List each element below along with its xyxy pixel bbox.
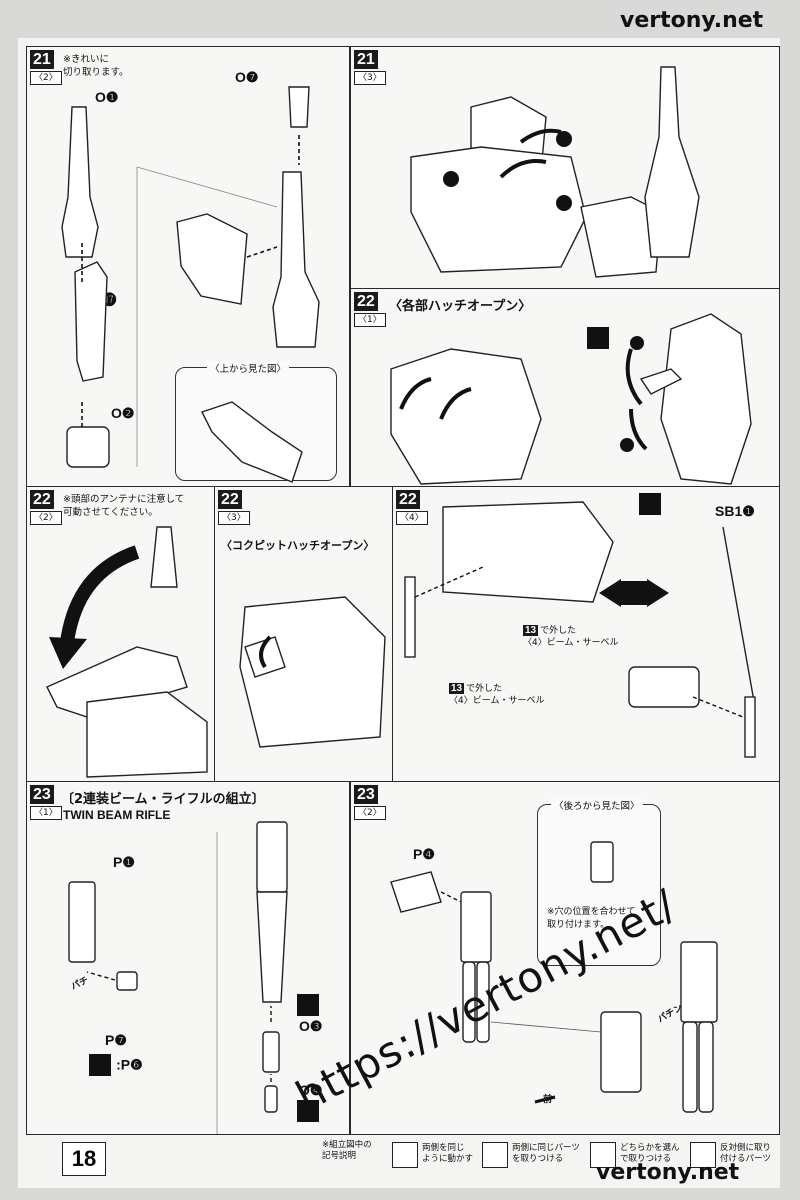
substep-number: 〈2〉: [354, 806, 386, 820]
rear-view-label: 〈後ろから見た図〉: [551, 798, 643, 812]
legend-item-both-attach: 両側に同じパーツ を取りつける: [482, 1140, 586, 1170]
part-label-o4: O❹: [299, 1082, 323, 1098]
part-label-p4: P❹: [413, 846, 435, 862]
step-number: 23: [30, 785, 54, 804]
step-21-3-drawing: [410, 66, 700, 278]
antenna-note: ※頭部のアンテナに注意して 可動させてください。: [63, 494, 185, 518]
step-number: 23: [354, 785, 378, 804]
instruction-sheet: 21 〈2〉 ※きれいに 切り取ります。 O❶ P⓱ O❷ O❼ 〈上から見た図…: [18, 38, 780, 1188]
hole-align-note: ※穴の位置を合わせて 取り付けます。: [547, 907, 636, 930]
part-label-sb1: SB1❶: [715, 503, 755, 519]
legend-item-opposite: 反対側に取り 付けるパーツ: [690, 1140, 790, 1170]
step-number: 21: [30, 50, 54, 69]
both-sides-attach-icon: [482, 1142, 508, 1168]
step-23-1-panel: 23 〈1〉 〔2連装ビーム・ライフルの組立〕 TWIN BEAM RIFLE …: [26, 781, 350, 1135]
choose-one-icon: [590, 1142, 616, 1168]
part-label-p1: P❶: [113, 854, 135, 870]
step-number: 22: [354, 292, 378, 311]
substep-number: 〈1〉: [354, 313, 386, 327]
site-logo-bottom: vertony.net: [596, 1160, 740, 1185]
cockpit-hatch-title: 〈コクピットハッチオープン〉: [221, 539, 375, 552]
part-label-o3: O❸: [299, 1018, 323, 1034]
part-label-o2: O❷: [111, 405, 135, 421]
step-22-4-drawing: [404, 501, 756, 758]
cut-note: ※きれいに 切り取ります。: [63, 54, 129, 78]
substep-number: 〈1〉: [30, 806, 62, 820]
part-label-p7: P❼: [105, 1032, 127, 1048]
step-21-2-drawing: [61, 86, 320, 483]
site-logo-top: vertony.net: [620, 8, 764, 33]
part-label-o7: O❼: [235, 69, 259, 85]
step-23-2-drawing: [390, 841, 718, 1113]
swap-icon: [89, 1054, 111, 1076]
legend-item-both-move: 両側を同じ ように動かす: [392, 1140, 478, 1170]
legend-header: ※組立図中の 記号説明: [322, 1140, 372, 1161]
step-number: 21: [354, 50, 378, 69]
step-22-1-drawing: [390, 313, 752, 485]
substep-number: 〈3〉: [354, 71, 386, 85]
step-22-2-panel: 22 〈2〉 ※頭部のアンテナに注意して 可動させてください。: [26, 486, 216, 783]
both-sides-move-icon: [587, 327, 609, 349]
substep-number: 〈4〉: [396, 511, 428, 525]
step-22-1-panel: 22 〈1〉 〈各部ハッチオープン〉: [350, 288, 780, 488]
step-21-2-panel: 21 〈2〉 ※きれいに 切り取ります。 O❶ P⓱ O❷ O❼ 〈上から見た図…: [26, 46, 350, 488]
step-22-3-drawing: [239, 596, 386, 748]
step-23-1-drawing: [68, 821, 319, 1134]
substep-number: 〈2〉: [30, 511, 62, 525]
step-21-3-panel: 21 〈3〉: [350, 46, 780, 290]
step-22-2-drawing: [46, 526, 208, 778]
substep-number: 〈2〉: [30, 71, 62, 85]
rifle-assembly-title: 〔2連装ビーム・ライフルの組立〕: [61, 792, 265, 807]
page-number: 18: [62, 1142, 106, 1176]
choose-one-swap: :P❻: [89, 1054, 143, 1076]
hatch-open-title: 〈各部ハッチオープン〉: [389, 299, 532, 314]
step-23-2-panel: 23 〈2〉 P❹ 〈後ろから見た図〉 ※穴の位置を合わせて 取り付けます。 パ…: [350, 781, 780, 1135]
both-sides-move-icon: [392, 1142, 418, 1168]
step-22-3-panel: 22 〈3〉 〈コクピットハッチオープン〉: [214, 486, 394, 783]
step-number: 22: [30, 490, 54, 509]
legend-item-choose-one: どちらかを選ん で取りつける: [590, 1140, 684, 1170]
substep-number: 〈3〉: [218, 511, 250, 525]
part-label-o1: O❶: [95, 89, 119, 105]
step-number: 22: [396, 490, 420, 509]
opposite-side-icon: [690, 1142, 716, 1168]
rifle-english-title: TWIN BEAM RIFLE: [63, 808, 171, 822]
step-number: 22: [218, 490, 242, 509]
top-view-label: 〈上から見た図〉: [207, 361, 290, 375]
both-sides-attach-icon: [639, 493, 661, 515]
